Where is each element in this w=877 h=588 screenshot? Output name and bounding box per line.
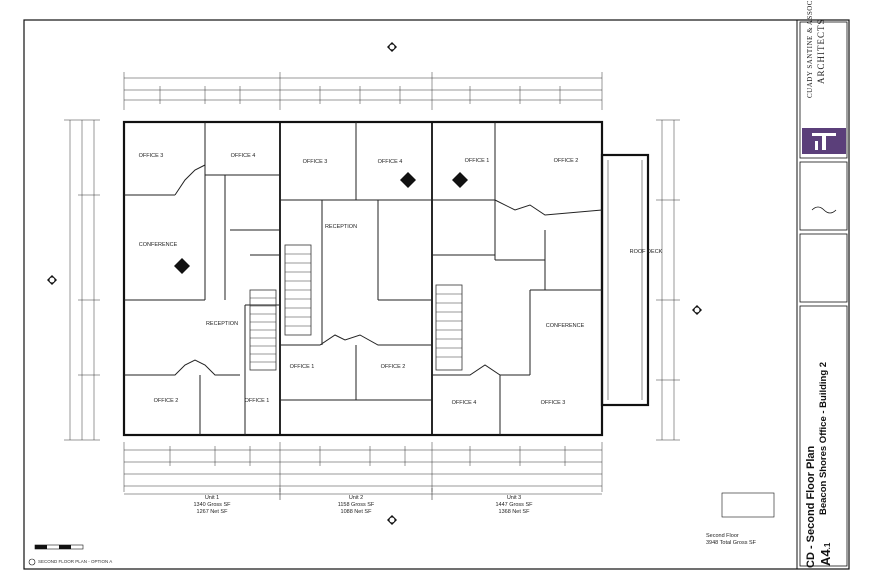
room-conference-u1: CONFERENCE <box>139 242 178 248</box>
unit3-interior-walls <box>432 122 603 435</box>
unit3-name: Unit 3 <box>506 495 522 501</box>
unit1-interior-walls <box>124 122 280 435</box>
sheet-title: CD - Second Floor Plan <box>805 445 817 568</box>
room-reception-u2: RECEPTION <box>325 224 357 230</box>
roof-deck-detail <box>607 160 643 400</box>
unit1-summary: Unit 1 1340 Gross SF 1267 Net SF <box>182 495 242 516</box>
firm-logo-icon <box>802 128 846 154</box>
firm-name-line2: ARCHITECTS <box>816 18 826 84</box>
unit2-stair <box>284 244 312 336</box>
section-markers <box>47 42 702 525</box>
room-conference-u3: CONFERENCE <box>546 323 585 329</box>
floor-total-line2: 3948 Total Gross SF <box>706 540 757 546</box>
room-office4-u2: OFFICE 4 <box>378 159 403 165</box>
room-office1-u2: OFFICE 1 <box>290 364 315 370</box>
unit3-stair <box>435 284 463 371</box>
sheet-number: A4.1 <box>818 543 833 566</box>
left-dimensions <box>64 119 100 441</box>
drawing-caption: SECOND FLOOR PLAN - OPTION A <box>38 559 113 564</box>
unit1-stair <box>249 289 277 371</box>
room-office1-u1: OFFICE 1 <box>245 398 270 404</box>
room-office3-u1: OFFICE 3 <box>139 153 164 159</box>
unit3-net: 1368 Net SF <box>498 509 530 515</box>
unit2-name: Unit 2 <box>348 495 364 501</box>
top-dimensions <box>123 72 603 110</box>
unit2-summary: Unit 2 1158 Gross SF 1088 Net SF <box>326 495 386 516</box>
scale-bar <box>28 544 84 566</box>
unit3-summary: Unit 3 1447 Gross SF 1368 Net SF <box>484 495 544 516</box>
room-office4-u3: OFFICE 4 <box>452 400 477 406</box>
room-office1-u3: OFFICE 1 <box>465 158 490 164</box>
demising-walls <box>279 122 433 435</box>
unit2-net: 1088 Net SF <box>340 509 372 515</box>
floor-total-line1: Second Floor <box>706 533 739 539</box>
unit1-net: 1267 Net SF <box>196 509 228 515</box>
room-roof-deck: ROOF DECK <box>630 249 663 255</box>
unit1-name: Unit 1 <box>204 495 220 501</box>
exterior-walls <box>122 120 650 437</box>
title-block-cells <box>799 21 848 567</box>
room-office2-u2: OFFICE 2 <box>381 364 406 370</box>
project-name: Beacon Shores Office - Building 2 <box>818 361 829 515</box>
sheet-number-main: A4 <box>818 549 833 566</box>
sheet-number-sub: .1 <box>823 542 832 550</box>
room-reception-u1: RECEPTION <box>206 321 238 327</box>
note-box <box>721 492 775 518</box>
unit1-gross: 1340 Gross SF <box>193 502 231 508</box>
unit3-gross: 1447 Gross SF <box>495 502 533 508</box>
unit-summary-lines <box>124 488 602 500</box>
unit2-interior-walls <box>280 122 432 401</box>
right-dimensions <box>656 119 680 441</box>
floor-total: Second Floor 3948 Total Gross SF <box>706 533 786 547</box>
firm-name-line1: CUADY SANTINE & ASSOCIATES <box>806 0 814 98</box>
room-office3-u2: OFFICE 3 <box>303 159 328 165</box>
unit2-gross: 1158 Gross SF <box>337 502 375 508</box>
room-office4-u1: OFFICE 4 <box>231 153 256 159</box>
bottom-dimensions <box>123 442 603 492</box>
room-office3-u3: OFFICE 3 <box>541 400 566 406</box>
room-office2-u1: OFFICE 2 <box>154 398 179 404</box>
sheet-border <box>23 19 850 570</box>
room-office2-u3: OFFICE 2 <box>554 158 579 164</box>
signature-mark <box>811 206 837 214</box>
